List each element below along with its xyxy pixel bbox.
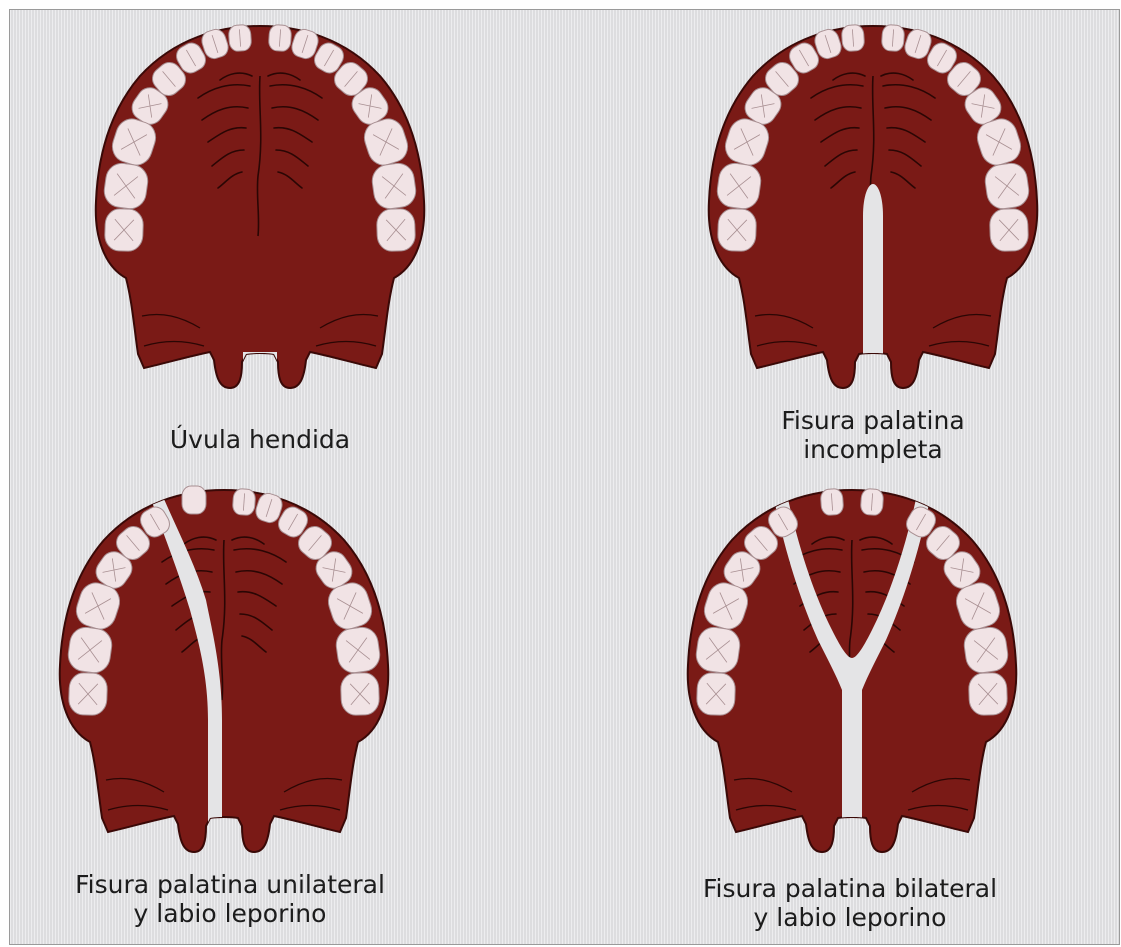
caption-unilateral: Fisura palatina unilateral y labio lepor…: [50, 870, 410, 928]
caption-uvula: Úvula hendida: [110, 425, 410, 454]
tooth: [820, 488, 844, 515]
tooth: [989, 208, 1028, 251]
caption-unilateral-line-1: Fisura palatina unilateral: [50, 870, 410, 899]
caption-incomplete-line-1: Fisura palatina: [713, 406, 1033, 435]
cleft-gap: [863, 184, 883, 396]
caption-uvula-line-1: Úvula hendida: [110, 425, 410, 454]
palate-panel-bilateral: [672, 480, 1032, 860]
tooth: [841, 24, 865, 51]
uvula-cleft: [246, 354, 274, 388]
tooth: [228, 24, 252, 51]
tooth: [68, 672, 107, 715]
caption-bilateral-line-2: y labio leporino: [670, 903, 1030, 932]
caption-incomplete-line-2: incompleta: [713, 435, 1033, 464]
palate-diagram-uvula: [80, 16, 440, 396]
figure-frame: Úvula hendida Fisura palatina incompleta…: [9, 9, 1120, 945]
uvula-cleft: [243, 352, 277, 396]
caption-incomplete: Fisura palatina incompleta: [713, 406, 1033, 464]
tooth: [268, 24, 292, 51]
caption-unilateral-line-2: y labio leporino: [50, 899, 410, 928]
palate-panel-incomplete: [693, 16, 1053, 396]
palate-panel-unilateral: [44, 480, 404, 860]
tooth: [104, 208, 143, 251]
palate-panel-uvula: [80, 16, 440, 396]
tooth: [376, 208, 415, 251]
tooth: [340, 672, 379, 715]
caption-bilateral-line-1: Fisura palatina bilateral: [670, 874, 1030, 903]
tooth: [881, 24, 905, 51]
palate-diagram-bilateral: [672, 480, 1032, 860]
palate-diagram-incomplete: [693, 16, 1053, 396]
tooth: [232, 488, 256, 515]
tooth: [182, 486, 206, 514]
tooth: [717, 208, 756, 251]
palate-diagram-unilateral: [44, 480, 404, 860]
caption-bilateral: Fisura palatina bilateral y labio lepori…: [670, 874, 1030, 932]
tooth: [968, 672, 1007, 715]
tooth: [860, 488, 884, 515]
tooth: [696, 672, 735, 715]
